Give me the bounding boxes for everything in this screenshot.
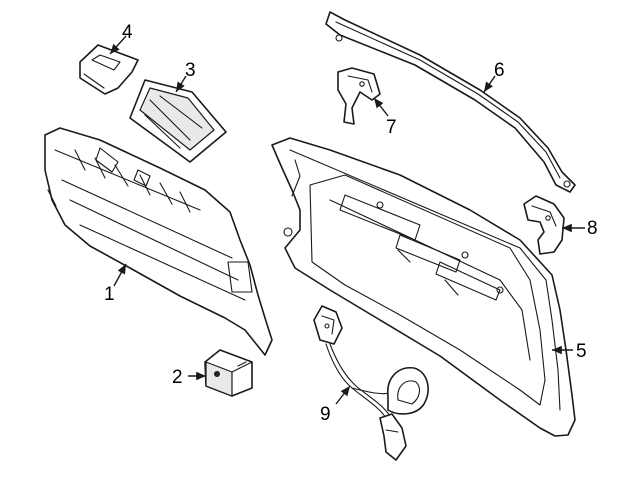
part-2-latch xyxy=(204,349,253,397)
callout-8: 8 xyxy=(587,218,598,239)
part-8-hinge xyxy=(523,195,565,255)
callout-1: 1 xyxy=(104,284,115,305)
leader-9 xyxy=(335,385,351,405)
leader-4 xyxy=(109,35,127,55)
callout-2: 2 xyxy=(172,367,183,388)
leader-lines xyxy=(109,35,585,405)
callout-3: 3 xyxy=(185,60,196,81)
leader-6 xyxy=(483,75,496,93)
part-1-trim-panel xyxy=(44,127,273,356)
leader-7 xyxy=(373,97,389,117)
callout-9: 9 xyxy=(320,404,331,425)
part-7-hinge xyxy=(337,67,381,125)
part-6-weatherstrip xyxy=(325,11,576,193)
callout-5: 5 xyxy=(576,341,587,362)
callout-6: 6 xyxy=(494,60,505,81)
callout-7: 7 xyxy=(386,117,397,138)
leader-3 xyxy=(175,75,187,93)
callout-4: 4 xyxy=(122,22,133,43)
callout-labels: 4 3 1 2 6 7 8 5 9 xyxy=(104,22,598,425)
part-3-panel xyxy=(129,79,227,163)
part-5-deck-lid xyxy=(271,137,576,437)
part-4-bracket xyxy=(79,44,139,95)
part-9-release-cable xyxy=(313,305,429,461)
leader-1 xyxy=(113,263,127,287)
